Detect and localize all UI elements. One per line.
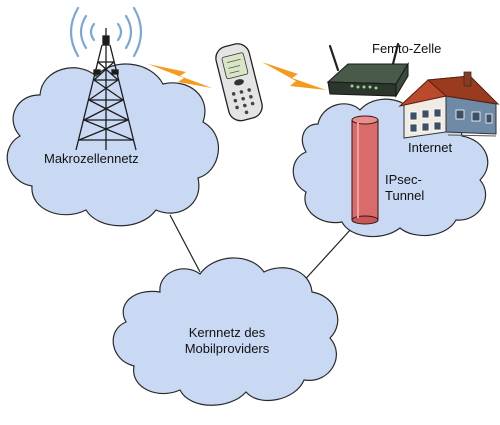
internet-label: Internet [408,140,453,155]
ipsec-tunnel-label-line2: Tunnel [385,188,425,203]
core-network-label-line2: Mobilproviders [184,341,270,356]
lightning-icon [148,64,212,88]
mobile-phone-icon [215,43,263,122]
tunnel-cylinder-icon [351,115,379,225]
femto-router-icon [326,42,409,98]
core-network-label-line1: Kernnetz des [188,325,266,340]
macro-network-cloud [6,63,219,227]
femto-cell-label: Femto-Zelle [372,41,442,56]
radio-tower-icon [75,28,137,151]
internet-cloud [292,98,489,238]
macro-network-label: Makrozellennetz [44,151,139,166]
ipsec-tunnel-label-line1: IPsec- [385,172,422,187]
macro-core-connection [169,214,201,273]
signal-waves-icon [69,6,143,58]
internet-core-connection [299,227,353,286]
house-icon [398,71,500,139]
lightning-icon [262,62,326,90]
core-network-cloud [112,257,339,406]
